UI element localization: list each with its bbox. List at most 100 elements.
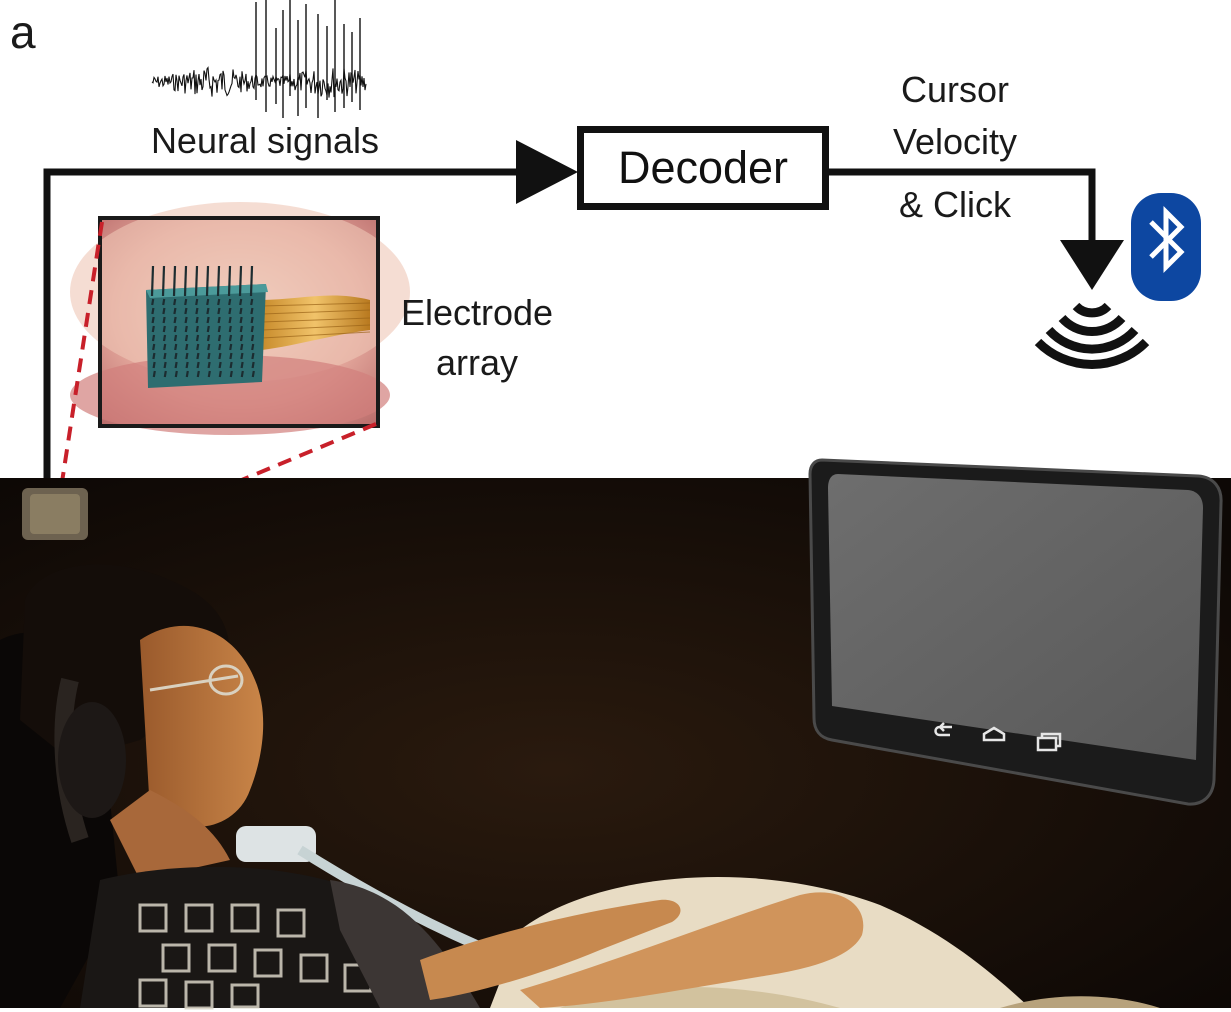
electrode-label-line1: Electrode (400, 292, 554, 333)
electrode-pin (163, 352, 167, 360)
electrode-pin (196, 370, 200, 378)
electrode-pin (249, 265, 254, 297)
path-to-tablet (829, 168, 1096, 246)
electrode-pin (239, 334, 244, 342)
electrode-pin (228, 298, 232, 306)
electrode-pin (207, 352, 211, 360)
electrode-pin (185, 361, 189, 369)
electrode-pin (184, 307, 188, 315)
electrode-pin (173, 334, 178, 342)
electrode-pin (228, 334, 233, 342)
cursor-velocity-label: Cursor Velocity (860, 64, 1050, 168)
electrode-pin (207, 343, 211, 351)
path-from-head (43, 168, 540, 478)
electrode-pin (183, 265, 188, 297)
neural-signals-label: Neural signals (150, 120, 380, 161)
panel-letter: a (10, 6, 36, 58)
tablet-device (808, 458, 1223, 806)
electrode-pin (218, 370, 222, 378)
electrode-pin (251, 370, 255, 378)
electrode-pin (195, 316, 199, 324)
tablet-nav-bar (934, 722, 1062, 752)
decoder-label: Decoder (617, 142, 789, 193)
electrode-pin (217, 307, 221, 315)
electrode-pin (185, 343, 189, 351)
electrode-pin (218, 352, 222, 360)
electrode-pin (194, 265, 199, 297)
decoder-box: Decoder (577, 126, 829, 210)
electrode-pin (151, 334, 156, 342)
electrode-pin (228, 316, 232, 324)
electrode-pin (217, 325, 221, 333)
electrode-pin (216, 265, 221, 297)
electrode-pin (250, 334, 255, 342)
electrode-pin (229, 361, 233, 369)
electrode-pin (184, 316, 188, 324)
electrode-pin (184, 325, 188, 333)
electrode-pin (161, 265, 166, 297)
electrode-pin (250, 316, 254, 324)
electrode-pin (162, 325, 166, 333)
electrode-pin (173, 298, 177, 306)
electrode-pin (174, 361, 178, 369)
electrode-pin (172, 265, 177, 297)
bluetooth-icon (1131, 193, 1201, 301)
electrode-pin (229, 343, 233, 351)
electrode-pin (196, 352, 200, 360)
neural-signal-trace (151, 66, 367, 98)
electrode-pin (152, 343, 156, 351)
electrode-pin (151, 325, 155, 333)
electrode-pin (162, 307, 166, 315)
electrode-pin (217, 298, 221, 306)
arrow-to-transmitter (1060, 240, 1124, 290)
recent-apps-icon (1036, 732, 1062, 752)
electrode-pin (185, 352, 189, 360)
electrode-pin (152, 370, 156, 378)
cursor-label-line2: Velocity (892, 121, 1018, 162)
electrode-pin (196, 361, 200, 369)
electrode-pin (206, 316, 210, 324)
electrode-label-line2: array (435, 342, 519, 383)
electrode-pin (151, 316, 155, 324)
electrode-pin (206, 325, 210, 333)
electrode-pin (228, 307, 232, 315)
cursor-label-line1: Cursor (900, 69, 1010, 110)
electrode-pin (174, 370, 178, 378)
electrode-array-photo (70, 202, 410, 435)
electrode-pin (227, 265, 232, 297)
electrode-pin (217, 316, 221, 324)
electrode-pin (174, 343, 178, 351)
wireless-signal-icon (1034, 302, 1150, 369)
electrode-pin (185, 370, 189, 378)
electrode-pin (205, 265, 210, 297)
electrode-pin (195, 307, 199, 315)
electrode-pin (229, 370, 233, 378)
electrode-pin (240, 343, 244, 351)
electrode-pin (250, 307, 254, 315)
electrode-pin (206, 307, 210, 315)
electrode-pin (163, 343, 167, 351)
electrode-pin (150, 265, 155, 297)
electrode-pin (207, 361, 211, 369)
electrode-pin (152, 352, 156, 360)
electrode-pin (239, 316, 243, 324)
electrode-pin (162, 334, 167, 342)
arrow-to-decoder (516, 140, 578, 204)
electrode-pin (151, 307, 155, 315)
neural-spikes (255, 0, 361, 118)
electrode-pin (173, 316, 177, 324)
home-icon (982, 726, 1006, 742)
electrode-pin (239, 298, 243, 306)
electrode-pin (162, 298, 166, 306)
electrode-pin (152, 361, 156, 369)
electrode-pin (251, 343, 255, 351)
electrode-pin (229, 352, 233, 360)
electrode-pin (206, 334, 211, 342)
electrode-pin (218, 343, 222, 351)
electrode-pin (195, 298, 199, 306)
electrode-pin (240, 370, 244, 378)
electrode-pin (174, 352, 178, 360)
electrode-pin (184, 298, 188, 306)
